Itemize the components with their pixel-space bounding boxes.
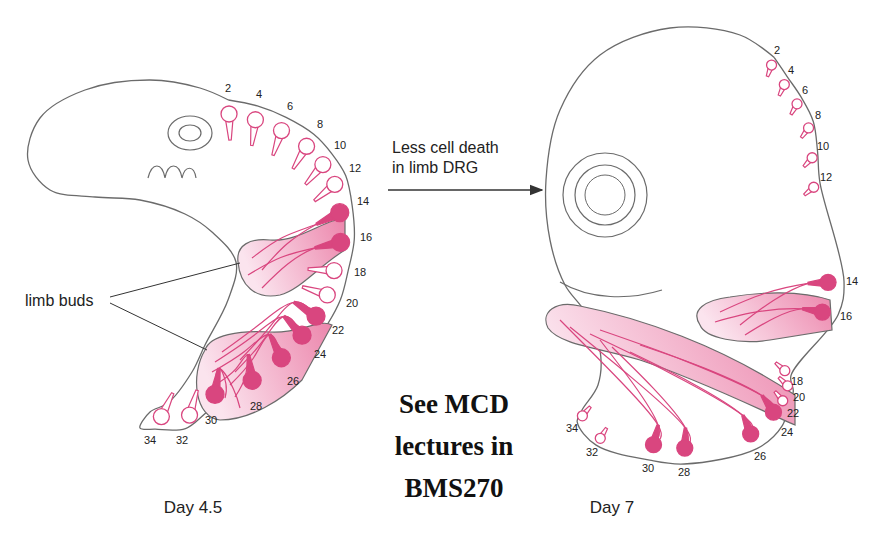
eye	[575, 165, 635, 225]
segment-number: 18	[791, 376, 803, 387]
drg	[778, 377, 792, 391]
drg	[222, 301, 325, 360]
segment-number: 10	[334, 140, 346, 151]
reference-note: See MCD lectures in BMS270	[368, 383, 540, 509]
drg	[774, 391, 788, 406]
drg	[221, 106, 237, 140]
eye	[179, 125, 201, 141]
drg	[560, 320, 662, 453]
segment-number: 8	[815, 110, 821, 121]
segment-number: 4	[256, 89, 262, 100]
drg	[272, 123, 290, 156]
drg	[766, 60, 776, 77]
drg	[804, 182, 819, 196]
limb-bud	[238, 219, 345, 296]
drg	[215, 316, 311, 372]
segment-number: 2	[774, 45, 780, 56]
drg	[715, 304, 830, 335]
segment-number: 10	[817, 141, 829, 152]
transition-arrow	[388, 189, 542, 191]
embryo-outline	[546, 27, 845, 464]
eye	[563, 153, 647, 237]
segment-number: 16	[360, 232, 372, 243]
segment-number: 26	[287, 376, 299, 387]
eye	[585, 175, 625, 215]
segment-number: 20	[793, 392, 805, 403]
segment-number: 18	[354, 267, 366, 278]
segment-number: 4	[788, 65, 794, 76]
drg	[595, 427, 607, 443]
drg	[302, 286, 335, 303]
segment-number: 24	[314, 349, 326, 360]
segment-number: 2	[225, 83, 231, 94]
drg	[775, 362, 790, 376]
drg	[720, 274, 836, 325]
segment-number: 28	[678, 467, 690, 478]
stage-label: Day 7	[590, 499, 634, 516]
arrow-note: Less cell death in limb DRG	[392, 138, 514, 178]
leader-line	[110, 263, 240, 297]
segment-number: 26	[754, 451, 766, 462]
segment-number: 14	[357, 196, 369, 207]
leader-line	[110, 303, 207, 350]
segment-number: 32	[586, 447, 598, 458]
segment-number: 22	[332, 325, 344, 336]
segment-number: 6	[287, 101, 293, 112]
eye	[168, 116, 212, 150]
drg	[570, 327, 693, 456]
drg	[247, 112, 263, 146]
stage-label: Day 4.5	[164, 499, 223, 516]
embryo-outline	[28, 80, 355, 430]
jaw-line	[560, 282, 662, 297]
segment-number: 34	[144, 435, 156, 446]
segment-number: 28	[250, 401, 262, 412]
drg	[182, 390, 199, 423]
drg	[206, 368, 240, 408]
drg	[778, 80, 789, 96]
segment-number: 6	[802, 85, 808, 96]
drg	[801, 123, 814, 138]
branchial-arches	[148, 166, 196, 178]
segment-number: 22	[787, 408, 799, 419]
segment-number: 12	[349, 163, 361, 174]
segment-number: 30	[205, 415, 217, 426]
drg	[308, 263, 342, 279]
segment-number: 14	[846, 276, 858, 287]
segment-number: 30	[642, 463, 654, 474]
drg	[252, 204, 349, 270]
drg	[577, 406, 591, 421]
callout-label: limb buds	[25, 291, 93, 311]
segment-number: 34	[566, 423, 578, 434]
limb-bud	[197, 323, 332, 420]
drg	[803, 153, 817, 168]
segment-number: 20	[346, 298, 358, 309]
drg	[292, 138, 314, 169]
drg	[314, 176, 343, 201]
segment-number: 32	[176, 435, 188, 446]
segment-number: 16	[840, 311, 852, 322]
segment-number: 8	[317, 119, 323, 130]
segment-number: 24	[781, 427, 793, 438]
segment-number: 12	[820, 172, 832, 183]
drg	[153, 393, 173, 425]
drg	[248, 233, 350, 288]
forelimb	[697, 293, 832, 342]
drg	[790, 99, 802, 115]
